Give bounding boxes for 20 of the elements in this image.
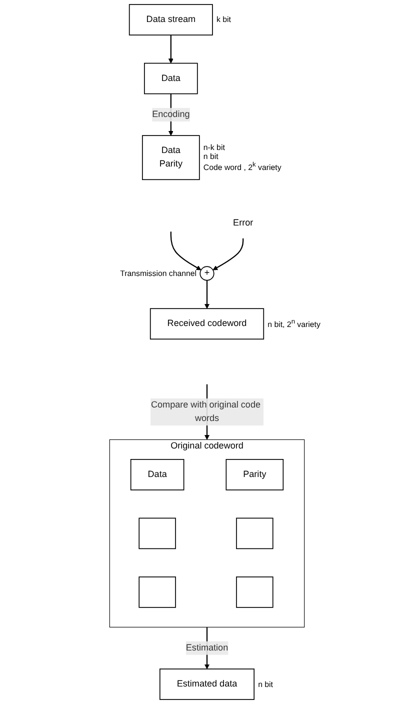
block-box: Data stream <box>128 4 213 36</box>
input-text: Error <box>233 218 254 228</box>
block-box: Data <box>144 62 198 94</box>
block-box <box>138 518 176 550</box>
block-box <box>236 576 274 608</box>
block-box: Parity <box>226 459 284 490</box>
block-box: Data <box>130 459 184 490</box>
arrow <box>212 238 244 270</box>
block-box: Data Parity <box>142 135 200 180</box>
block-box: Estimated data <box>159 668 255 700</box>
arrow <box>170 232 202 270</box>
block-box: Received codeword <box>150 308 264 340</box>
edge-label: Estimation <box>186 642 228 653</box>
block-box <box>138 576 176 608</box>
edge-label: Compare with original code words <box>150 400 260 424</box>
edge-label: Encoding <box>152 110 190 120</box>
block-box <box>236 518 274 550</box>
arrow <box>168 35 174 64</box>
adder-circle: + <box>200 266 214 281</box>
arrow <box>204 280 210 309</box>
